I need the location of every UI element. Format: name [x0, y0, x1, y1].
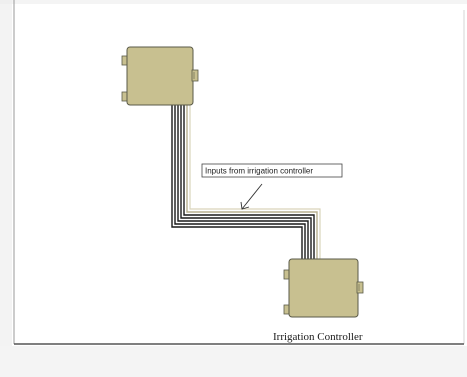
- callout-label: Inputs from irrigation controller: [205, 167, 313, 176]
- arrow-pointer-icon: [240, 183, 263, 210]
- callout-box: [201, 163, 343, 178]
- wire-2: [174, 104, 306, 260]
- top-enclosure: [121, 46, 199, 106]
- wire-1: [171, 104, 303, 260]
- wire-bundle: [171, 104, 321, 260]
- caption: Irrigation Controller: [273, 331, 363, 343]
- controller-enclosure: [283, 258, 364, 318]
- wire-4: [180, 104, 312, 260]
- wire-5: [183, 104, 315, 260]
- wire-7: [189, 104, 321, 260]
- wire-3: [177, 104, 309, 260]
- wire-6: [186, 104, 318, 260]
- callout: Inputs from irrigation controller: [201, 163, 343, 210]
